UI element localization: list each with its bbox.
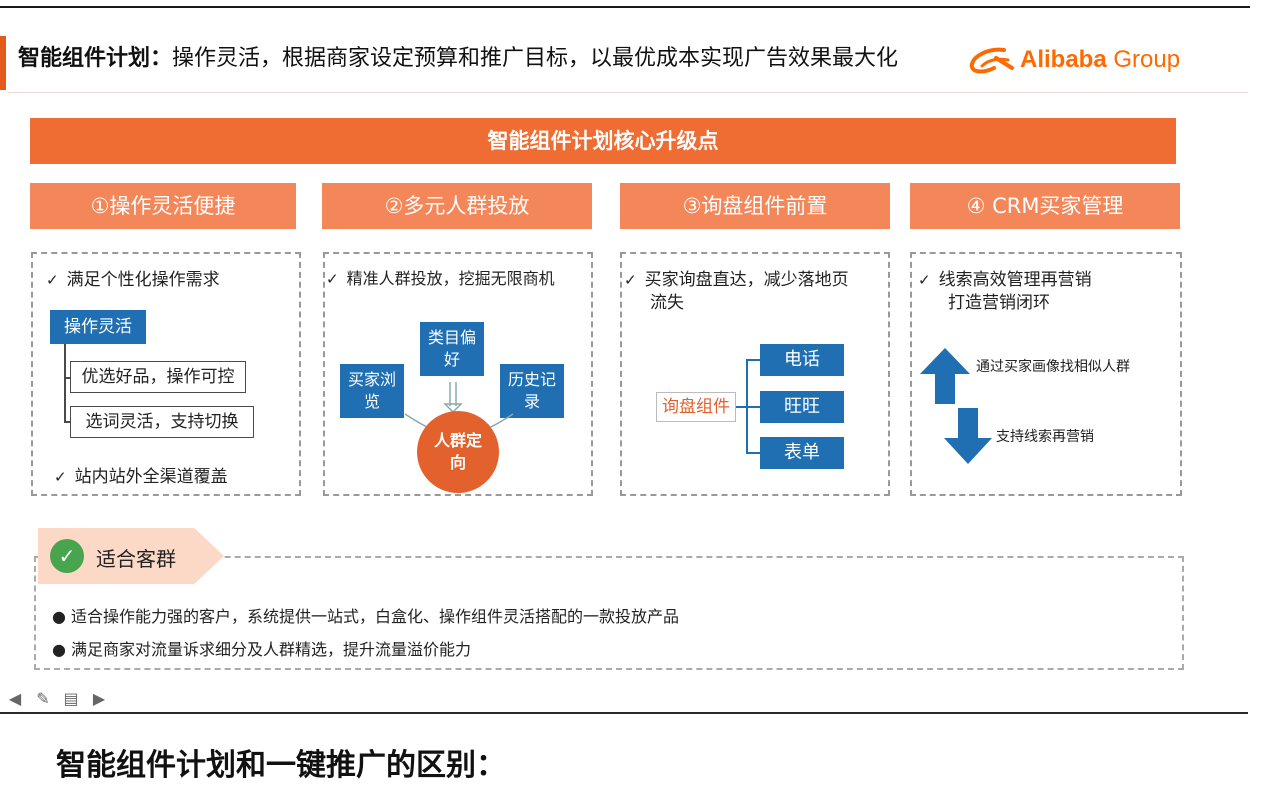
wangwang-box: 旺旺 (760, 391, 844, 423)
column-box-3 (620, 252, 890, 496)
check-text: 买家询盘直达，减少落地页 (644, 270, 849, 290)
up-arrow-text: 通过买家画像找相似人群 (976, 359, 1130, 375)
upgrade-banner: 智能组件计划核心升级点 (30, 118, 1176, 164)
branch-box-2: 选词灵活，支持切换 (70, 406, 254, 438)
check-icon: ✓ (624, 271, 637, 289)
inquiry-component-box: 询盘组件 (656, 392, 736, 422)
tree-branch-2 (64, 421, 72, 423)
check-text: 满足个性化操作需求 (66, 270, 220, 290)
audience-bullet-2: ● 满足商家对流量诉求细分及人群精选，提升流量溢价能力 (52, 640, 472, 659)
logo-text: Alibaba Group (1020, 46, 1180, 74)
top-divider (0, 6, 1250, 8)
prev-arrow-icon[interactable]: ◀ (8, 689, 22, 708)
audience-label: 适合客群 (96, 547, 176, 571)
column-header-1: ①操作灵活便捷 (30, 183, 296, 229)
audience-bullet-1: ● 适合操作能力强的客户，系统提供一站式，白盒化、操作组件灵活搭配的一款投放产品 (52, 607, 680, 626)
note-icon[interactable]: ▤ (63, 689, 79, 708)
down-arrow-icon (944, 408, 992, 464)
buyer-browse-box: 买家浏览 (340, 364, 404, 418)
audience-box (34, 556, 1184, 670)
check-item: ✓ 满足个性化操作需求 (46, 265, 220, 290)
inquiry-branch-3 (746, 452, 760, 454)
logo-group: Group (1113, 46, 1181, 73)
check-item: ✓ 精准人群投放，挖掘无限商机 (326, 265, 555, 289)
category-pref-box: 类目偏好 (420, 322, 484, 376)
check-item: ✓ 线索高效管理再营销 (918, 265, 1092, 290)
pen-icon[interactable]: ✎ (36, 689, 50, 708)
alibaba-logo: Alibaba Group (968, 44, 1228, 78)
column-header-4: ④ CRM买家管理 (910, 183, 1180, 229)
tree-branch-1 (64, 377, 72, 379)
slide-title-bold: 智能组件计划： (18, 46, 173, 71)
tree-connector (64, 344, 66, 422)
check-text: 站内站外全渠道覆盖 (74, 467, 228, 487)
down-arrow-text: 支持线索再营销 (996, 429, 1094, 445)
form-box: 表单 (760, 437, 844, 469)
slide-title: 智能组件计划：操作灵活，根据商家设定预算和推广目标，以最优成本实现广告效果最大化 (18, 40, 898, 72)
audience-bullet-text: 适合操作能力强的客户，系统提供一站式，白盒化、操作组件灵活搭配的一款投放产品 (71, 607, 680, 626)
crowd-targeting-circle: 人群定向 (417, 411, 499, 493)
check-icon: ✓ (326, 270, 339, 288)
bottom-divider (0, 712, 1248, 714)
logo-word: Alibaba (1020, 46, 1107, 73)
column-header-3: ③询盘组件前置 (620, 183, 890, 229)
inquiry-branch-2 (746, 406, 760, 408)
next-arrow-icon[interactable]: ▶ (92, 689, 106, 708)
column-header-2: ②多元人群投放 (322, 183, 592, 229)
branch-box-1: 优选好品，操作可控 (70, 361, 246, 393)
check-icon: ✓ (918, 271, 931, 289)
check-text-line2: 流失 (650, 293, 684, 313)
slide-title-rest: 操作灵活，根据商家设定预算和推广目标，以最优成本实现广告效果最大化 (172, 46, 899, 71)
column-box-1 (31, 252, 301, 496)
check-text: 精准人群投放，挖掘无限商机 (346, 269, 555, 288)
slide: 智能组件计划：操作灵活，根据商家设定预算和推广目标，以最优成本实现广告效果最大化… (0, 6, 1250, 708)
column-box-4 (910, 252, 1182, 496)
check-text-line2: 打造营销闭环 (948, 293, 1050, 313)
check-circle-icon: ✓ (50, 539, 84, 573)
check-item: ✓ 站内站外全渠道覆盖 (54, 462, 228, 487)
check-text: 线索高效管理再营销 (938, 270, 1092, 290)
viewer-toolbar: ◀ ✎ ▤ ▶ (4, 690, 110, 708)
column-box-2 (323, 252, 593, 496)
check-icon: ✓ (54, 468, 67, 486)
header-separator (8, 92, 1248, 93)
article-heading: 智能组件计划和一键推广的区别： (56, 748, 506, 783)
flex-root-box: 操作灵活 (50, 310, 146, 344)
inquiry-connector (736, 406, 748, 408)
history-box: 历史记录 (500, 364, 564, 418)
audience-bullet-text: 满足商家对流量诉求细分及人群精选，提升流量溢价能力 (71, 640, 472, 659)
inquiry-branch-1 (746, 359, 760, 361)
check-icon: ✓ (46, 271, 59, 289)
check-item: ✓ 买家询盘直达，减少落地页 (624, 265, 849, 290)
alibaba-logo-icon (969, 47, 1014, 74)
header-accent-bar (0, 36, 6, 90)
up-arrow-icon (920, 348, 970, 404)
phone-box: 电话 (760, 344, 844, 376)
